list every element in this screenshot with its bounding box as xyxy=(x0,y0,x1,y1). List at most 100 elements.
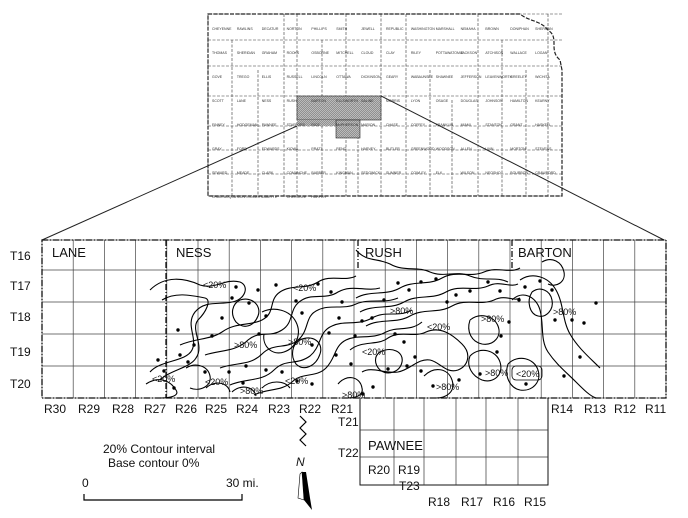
north-label: N xyxy=(296,455,305,469)
well-point xyxy=(234,285,238,289)
contour-label: <20% xyxy=(293,283,316,293)
well-point xyxy=(495,350,499,354)
inset-county-label: McPHERSON xyxy=(336,123,358,127)
county-ness: NESS xyxy=(176,245,212,260)
inset-county-label: DICKINSON xyxy=(361,75,381,79)
well-point xyxy=(340,300,344,304)
inset-county-label: MORRIS xyxy=(386,99,401,103)
inset-county-label: HODGEMAN xyxy=(237,123,258,127)
well-point xyxy=(274,283,278,287)
well-point xyxy=(517,298,521,302)
range-label: R26 xyxy=(175,402,197,416)
inset-county-label: ELK xyxy=(436,171,443,175)
inset-county-label: CRAWFORD xyxy=(535,171,556,175)
inset-county-label: GRANT xyxy=(510,123,523,127)
well-point xyxy=(220,316,224,320)
township-label: T23 xyxy=(399,479,420,493)
well-point xyxy=(327,331,331,335)
well-point xyxy=(353,334,357,338)
inset-county-label: DOUGLAS xyxy=(461,99,479,103)
inset-county-label: PAWNEE xyxy=(262,123,277,127)
contour-label: <20% xyxy=(203,280,226,290)
county-rush: RUSH xyxy=(365,245,402,260)
range-label: R28 xyxy=(112,402,134,416)
well-point xyxy=(538,279,542,283)
well-point xyxy=(241,381,245,385)
inset-county-label: JACKSON xyxy=(461,51,478,55)
well-point xyxy=(523,285,527,289)
inset-county-label: KINGMAN xyxy=(336,171,353,175)
scale-end-label: 30 mi. xyxy=(226,476,259,490)
pawnee-county-extension xyxy=(359,398,549,486)
inset-county-label: JOHNSON xyxy=(485,99,503,103)
inset-county-label: WOODSON xyxy=(436,147,455,151)
inset-county-label: ALLEN xyxy=(461,147,473,151)
well-point xyxy=(264,314,268,318)
inset-county-label: RUSH xyxy=(287,99,297,103)
well-point xyxy=(594,301,598,305)
well-point xyxy=(478,372,482,376)
range-label: R13 xyxy=(584,402,606,416)
well-point xyxy=(550,288,554,292)
inset-county-label: KIOWA xyxy=(287,147,299,151)
well-point xyxy=(162,369,166,373)
inset-county-label: REPUBLIC xyxy=(386,27,404,31)
inset-county-label: SHERIDAN xyxy=(237,51,256,55)
contour-label: <20% xyxy=(362,347,385,357)
inset-county-label: CHAUTAUQUA xyxy=(212,195,237,199)
range-label: R24 xyxy=(236,402,258,416)
inset-county-label: GEARY xyxy=(386,75,399,79)
well-point xyxy=(562,374,566,378)
contour-label: >80% xyxy=(481,314,504,324)
contour-label: >80% xyxy=(553,307,576,317)
inset-county-label: COWLEY xyxy=(411,171,427,175)
inset-county-label: PHILLIPS xyxy=(311,27,327,31)
inset-county-label: ATCHISON xyxy=(485,51,503,55)
range-label: R17 xyxy=(461,495,483,509)
well-point xyxy=(316,282,320,286)
county-pawnee: PAWNEE xyxy=(368,438,423,453)
inset-county-label: WICHITA xyxy=(535,75,550,79)
study-area-shade-pawnee xyxy=(335,119,361,139)
range-label: R15 xyxy=(524,495,546,509)
range-label: R14 xyxy=(551,402,573,416)
study-area-frame xyxy=(41,239,667,399)
inset-county-label: FORD xyxy=(237,147,247,151)
township-label: T20 xyxy=(10,377,31,391)
well-point xyxy=(360,319,364,323)
well-point xyxy=(230,296,234,300)
inset-county-label: GRAHAM xyxy=(262,51,277,55)
well-point xyxy=(405,364,409,368)
inset-county-label: RENO xyxy=(336,147,346,151)
inset-county-label: JEFFERSON xyxy=(461,75,482,79)
inset-county-label: WALLACE xyxy=(510,51,527,55)
inset-county-label: SCOTT xyxy=(212,99,225,103)
well-point xyxy=(393,332,397,336)
inset-county-label: GOVE xyxy=(212,75,223,79)
inset-county-label: MORTON xyxy=(510,147,526,151)
well-point xyxy=(349,362,353,366)
range-label: R27 xyxy=(144,402,166,416)
well-point xyxy=(337,316,341,320)
well-point xyxy=(371,385,375,389)
contour-label-boxed: <20% xyxy=(516,369,539,379)
inset-county-label: LANE xyxy=(237,99,247,103)
well-point xyxy=(294,299,298,303)
well-point xyxy=(186,360,190,364)
inset-county-label: POTTAWATOMIE xyxy=(436,51,464,55)
inset-county-label: CLARK xyxy=(262,171,274,175)
inset-county-label: WASHINGTON xyxy=(411,27,435,31)
inset-county-label: BARTON xyxy=(311,99,326,103)
range-label: R30 xyxy=(44,402,66,416)
well-point xyxy=(386,367,390,371)
study-area-shade-middle xyxy=(297,120,357,126)
inset-county-label: CLOUD xyxy=(361,51,374,55)
inset-county-label: DECATUR xyxy=(262,27,279,31)
range-label: R29 xyxy=(78,402,100,416)
township-label: T22 xyxy=(338,446,359,460)
well-point xyxy=(382,298,386,302)
inset-county-label: GREENWOOD xyxy=(411,147,435,151)
inset-county-label: SMITH xyxy=(336,27,347,31)
contour-label: >80% xyxy=(390,306,413,316)
